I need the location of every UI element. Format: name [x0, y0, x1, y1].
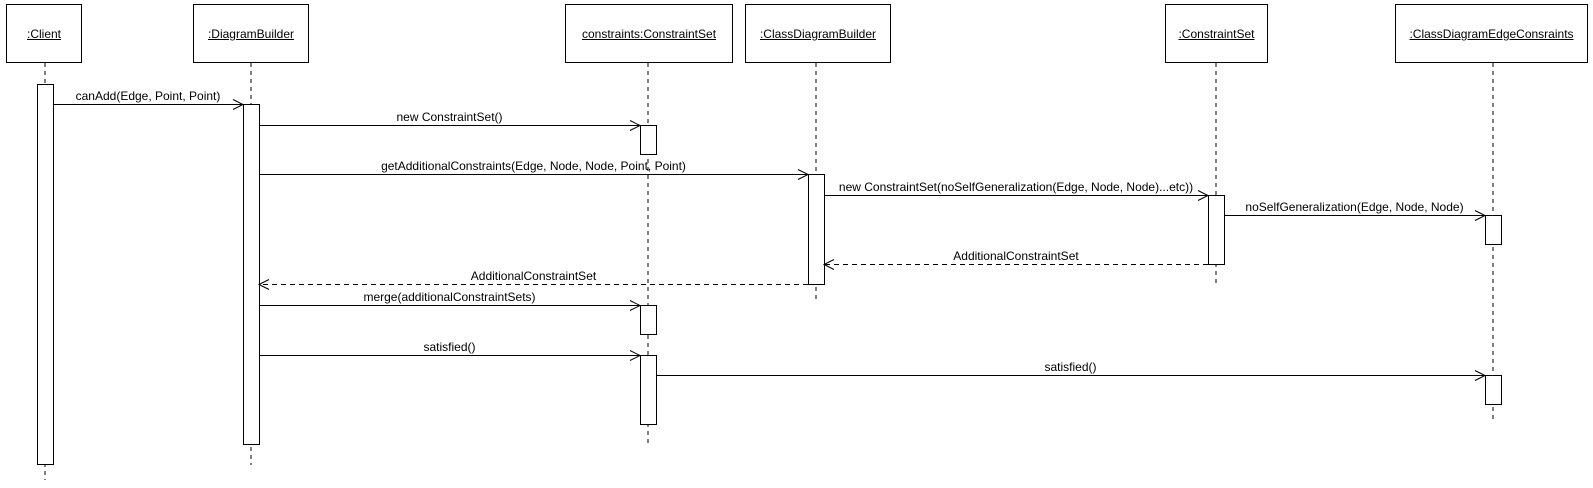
participant-client: :Client	[6, 4, 82, 63]
participant-constraints: constraints:ConstraintSet	[565, 4, 733, 63]
open-arrowhead-icon	[232, 99, 245, 110]
return-message-label: AdditionalConstraintSet	[470, 269, 597, 283]
call-message-label: merge(additionalConstraintSets)	[363, 290, 536, 304]
activation-bar	[1485, 215, 1502, 245]
activation-bar	[640, 355, 657, 425]
call-message-label: satisfied()	[1044, 360, 1097, 374]
open-arrowhead-icon	[629, 120, 642, 131]
open-arrowhead-icon	[629, 350, 642, 361]
activation-bar	[1485, 375, 1502, 405]
open-arrowhead-icon	[257, 279, 270, 290]
activation-bar	[808, 174, 825, 285]
call-message-label: new ConstraintSet()	[396, 110, 503, 124]
participant-edge-constraints: :ClassDiagramEdgeConsraints	[1395, 4, 1588, 63]
open-arrowhead-icon	[629, 300, 642, 311]
call-message-label: noSelfGeneralization(Edge, Node, Node)	[1245, 200, 1464, 214]
open-arrowhead-icon	[1197, 190, 1210, 201]
call-message-label: getAdditionalConstraints(Edge, Node, Nod…	[381, 159, 686, 173]
call-message-label: satisfied()	[423, 340, 476, 354]
open-arrowhead-icon	[797, 169, 810, 180]
participant-class-diagram-builder: :ClassDiagramBuilder	[745, 4, 891, 63]
activation-bar	[1208, 195, 1225, 265]
call-message-label: new ConstraintSet(noSelfGeneralization(E…	[838, 180, 1194, 194]
return-message-label: AdditionalConstraintSet	[953, 249, 1079, 263]
participant-constraint-set: :ConstraintSet	[1165, 4, 1268, 63]
participant-diagram-builder: :DiagramBuilder	[193, 4, 309, 63]
open-arrowhead-icon	[1474, 370, 1487, 381]
open-arrowhead-icon	[1474, 210, 1487, 221]
open-arrowhead-icon	[822, 259, 835, 270]
activation-bar	[640, 125, 657, 155]
activation-bar	[37, 84, 54, 465]
call-message-label: canAdd(Edge, Point, Point)	[75, 89, 221, 103]
activation-bar	[243, 104, 260, 445]
activation-bar	[640, 305, 657, 335]
